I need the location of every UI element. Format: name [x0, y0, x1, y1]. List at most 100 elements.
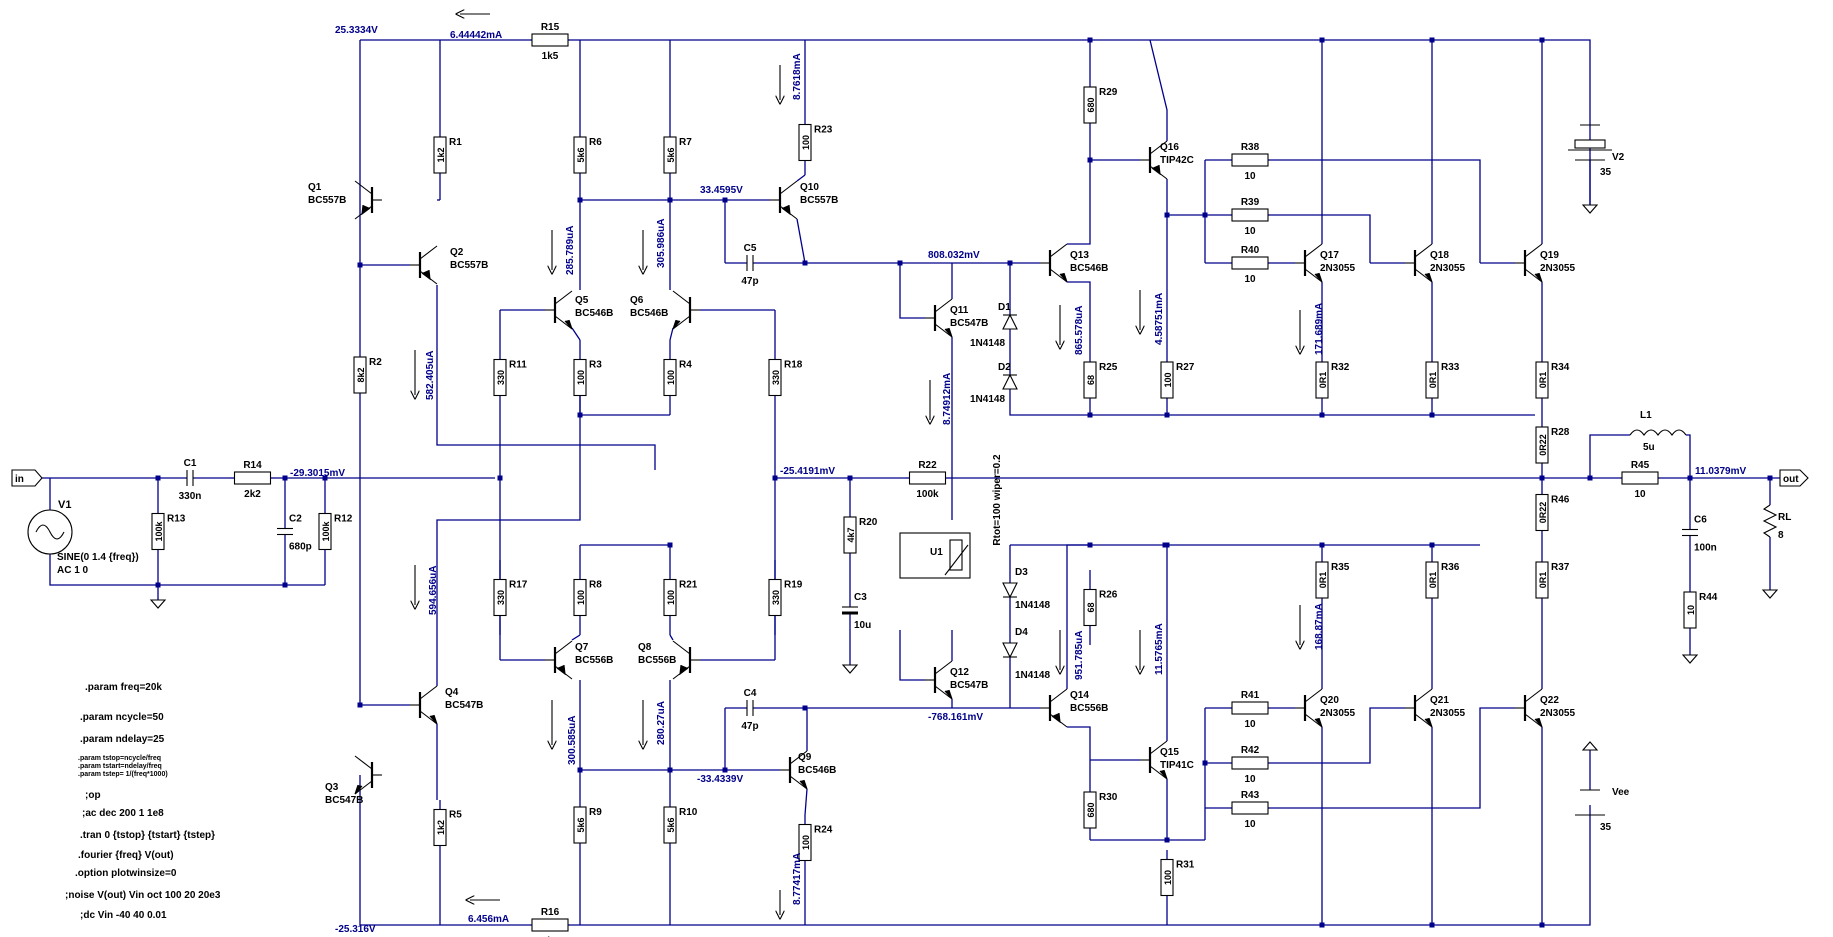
resistor-value: 100 [801, 835, 811, 850]
resistor-R16 [531, 918, 569, 932]
junction-dot [1319, 922, 1325, 928]
junction-dot [1087, 412, 1093, 418]
resistor-value: 0R22 [1538, 502, 1548, 524]
resistor-R42 [1231, 756, 1269, 770]
resistor-R5 [433, 808, 447, 847]
diode-value: 1N4148 [970, 338, 1005, 349]
transistor-Q11-emitter [934, 323, 953, 338]
transistor-Q16-arrow [1151, 164, 1161, 176]
resistor-value: 0R1 [1318, 572, 1328, 589]
current-label: 300.585uA [567, 716, 578, 765]
resistor-value: 2k2 [244, 489, 261, 500]
wire-layer [42, 39, 1780, 926]
resistor-R33 [1425, 361, 1439, 399]
resistor-value: 330 [771, 370, 781, 385]
resistor-R24 [798, 823, 812, 862]
resistor-name: R19 [784, 580, 803, 591]
resistor-R25 [1083, 361, 1097, 399]
diode-value: 1N4148 [1015, 600, 1050, 611]
node-voltage-label: -25.4191mV [780, 466, 835, 477]
wire [1270, 707, 1515, 809]
transistor-Q21-collector [1414, 688, 1433, 703]
junction-dot [155, 475, 161, 481]
junction-dot [1539, 37, 1545, 43]
resistor-value: 100 [576, 590, 586, 605]
resistor-R12 [318, 512, 332, 551]
transistor-name: Q13 [1070, 250, 1089, 261]
spice-directive: ;op [85, 790, 101, 801]
transistor-name: Q20 [1320, 695, 1339, 706]
junction-dot [802, 705, 808, 711]
junction-dot [1539, 922, 1545, 928]
junction-dot [667, 542, 673, 548]
current-label: 582.405uA [425, 351, 436, 400]
wire [669, 634, 674, 641]
transistor-Q15-collector [1149, 740, 1168, 755]
resistor-name: R11 [509, 360, 527, 371]
resistor-R9 [573, 806, 587, 844]
junction-dot [847, 475, 853, 481]
transistor-name: Q4 [445, 687, 459, 698]
junction-dot [357, 702, 363, 708]
ground-wire [49, 554, 325, 586]
transistor-value: BC557B [450, 260, 488, 271]
resistor-R26 [1083, 588, 1097, 627]
transistor-Q19-arrow [1534, 272, 1543, 283]
resistor-name: R18 [784, 360, 803, 371]
resistor-name: R31 [1176, 860, 1195, 871]
junction-dot [667, 197, 673, 203]
current-label: 11.5765mA [1154, 623, 1165, 675]
resistor-value: 5k6 [666, 147, 676, 162]
current-label: 168.87mA [1314, 603, 1325, 650]
wire [1009, 263, 1090, 416]
transistor-Q13-emitter [1049, 268, 1068, 283]
transistor-name: Q15 [1160, 747, 1179, 758]
resistor-value: 100k [916, 489, 939, 500]
capacitor-value: 100n [1694, 543, 1717, 554]
resistor-R14 [233, 471, 272, 485]
resistor-value: 0R1 [1538, 572, 1548, 589]
port-in [11, 469, 43, 487]
transistor-name: Q7 [575, 642, 589, 653]
resistor-name: R2 [369, 357, 382, 368]
resistor-R22 [908, 471, 947, 485]
resistor-value: 1k2 [436, 820, 446, 835]
transistor-Q17-arrow [1314, 272, 1323, 283]
symbol-layer [11, 14, 1809, 932]
resistor-value: 680 [1086, 802, 1096, 817]
transistor-name: Q22 [1540, 695, 1559, 706]
junction-dot [282, 582, 288, 588]
transistor-Q20-arrow [1314, 717, 1323, 728]
capacitor-value: 10u [854, 620, 871, 631]
current-label: 6.44442mA [450, 30, 502, 41]
diode-name: D1 [998, 302, 1011, 313]
resistor-R46 [1535, 493, 1549, 532]
resistor-name: R42 [1241, 745, 1260, 756]
transistor-Q15-emitter [1149, 765, 1168, 780]
transistor-Q10-collector [779, 180, 798, 195]
transistor-Q12-collector [934, 660, 953, 675]
junction-dot [1319, 412, 1325, 418]
spice-directive: ;noise V(out) Vin oct 100 20 20e3 [65, 890, 221, 901]
transistor-value: BC546B [630, 308, 668, 319]
diode-value: 1N4148 [970, 394, 1005, 405]
current-label: 285.789uA [565, 226, 576, 275]
current-label: 171.689mA [1314, 303, 1325, 355]
transistor-value: 2N3055 [1320, 263, 1355, 274]
resistor-R21 [663, 578, 677, 617]
resistor-name: R46 [1551, 495, 1570, 506]
resistor-name: R10 [679, 807, 698, 818]
capacitor-value: 680p [289, 542, 312, 553]
resistor-R36 [1425, 561, 1439, 599]
resistor-R30 [1083, 791, 1097, 829]
port-label: out [1783, 474, 1799, 485]
resistor-name: R40 [1241, 245, 1260, 256]
transistor-value: BC547B [950, 680, 988, 691]
source-name: V2 [1612, 152, 1625, 163]
junction-dot [667, 767, 673, 773]
label-layer: R151k5R161k525.3334V-25.316V6.44442mA6.4… [15, 22, 1799, 937]
current-label: 305.986uA [656, 219, 667, 268]
current-label: 865.578uA [1074, 306, 1085, 355]
transistor-name: Q18 [1430, 250, 1449, 261]
